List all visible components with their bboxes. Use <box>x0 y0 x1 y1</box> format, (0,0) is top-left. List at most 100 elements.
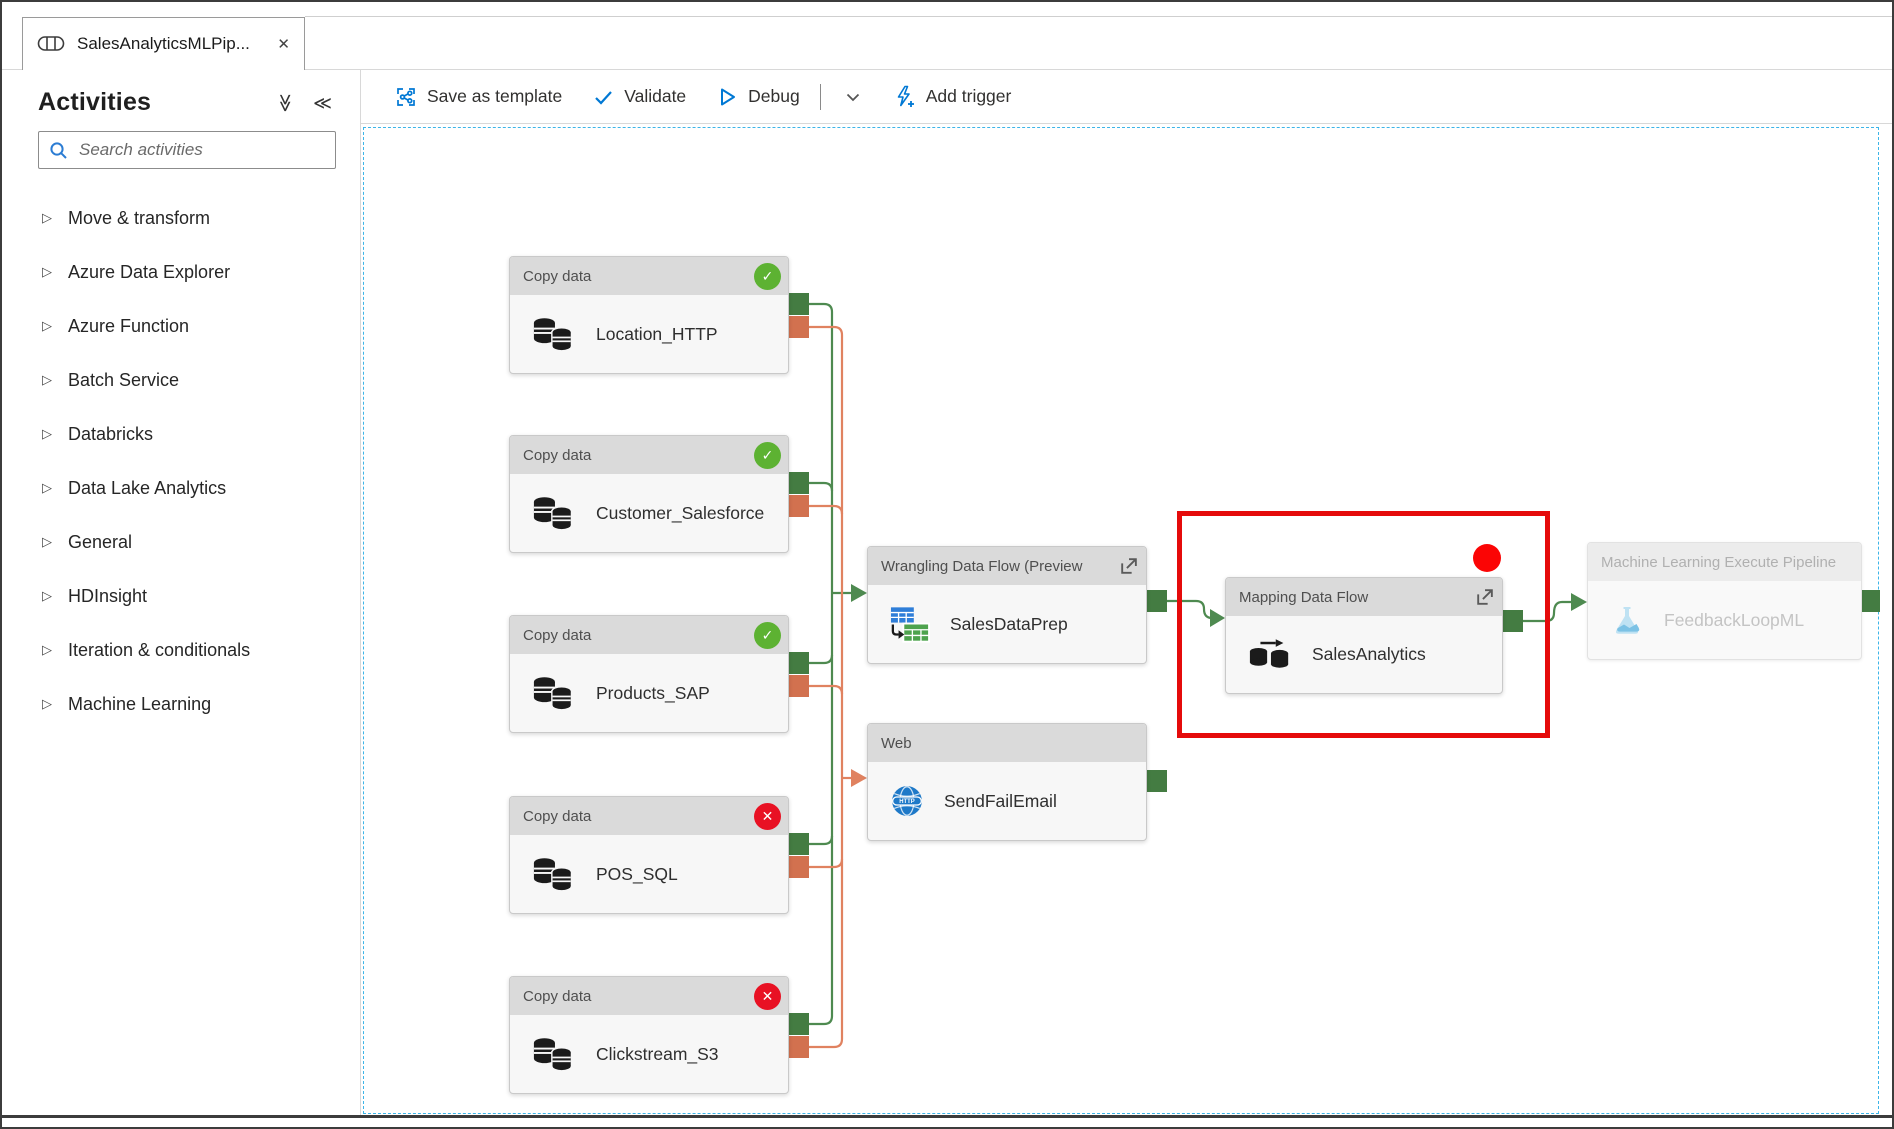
failure-output-port[interactable] <box>787 1036 809 1058</box>
failure-input-arrow <box>851 769 867 787</box>
connection-line <box>1167 599 1213 620</box>
sidebar-item-hdinsight[interactable]: ▷ HDInsight <box>42 585 148 606</box>
web-http-icon: HTTP <box>892 786 922 816</box>
success-input-arrow <box>851 584 867 602</box>
success-input-arrow <box>1571 593 1587 611</box>
lightning-plus-icon <box>897 85 914 107</box>
tabbar-top-line <box>305 16 1892 17</box>
close-icon[interactable]: ✕ <box>277 36 290 53</box>
failure-output-port[interactable] <box>787 495 809 517</box>
pipeline-tab[interactable]: SalesAnalyticsMLPip... ✕ <box>22 17 305 70</box>
expand-chevron-icon: ▷ <box>42 534 52 549</box>
add-trigger-button[interactable]: Add trigger <box>893 85 1011 108</box>
activities-title: Activities <box>38 88 152 116</box>
connection-line <box>809 1015 834 1026</box>
success-output-port[interactable] <box>787 472 809 494</box>
toolbar-divider-line <box>361 123 1892 124</box>
activity-node-clickstream-s3[interactable]: Copy data ✕ Clickstream_S3 <box>509 976 789 1094</box>
success-output-port[interactable] <box>787 652 809 674</box>
expand-chevron-icon: ▷ <box>42 588 52 603</box>
collapse-panel-icon[interactable]: ≪ <box>313 92 332 113</box>
connection-line <box>809 325 844 336</box>
expand-chevron-icon: ▷ <box>42 426 52 441</box>
success-input-arrow <box>1210 609 1225 627</box>
success-output-port[interactable] <box>1501 610 1523 632</box>
failure-output-port[interactable] <box>787 316 809 338</box>
tab-title: SalesAnalyticsMLPip... <box>77 34 250 53</box>
activity-node-location-http[interactable]: Copy data ✓ Location_HTTP <box>509 256 789 374</box>
success-badge-icon: ✓ <box>754 262 781 290</box>
failure-output-port[interactable] <box>787 675 809 697</box>
activity-node-salesanalytics[interactable]: Mapping Data Flow SalesAnalytics <box>1225 577 1503 694</box>
success-badge-icon: ✓ <box>754 621 781 649</box>
success-output-port[interactable] <box>787 1013 809 1035</box>
activity-node-customer-salesforce[interactable]: Copy data ✓ Customer_Salesforce <box>509 435 789 553</box>
connection-line <box>809 302 834 313</box>
machine-learning-flask-icon <box>1615 607 1640 634</box>
expand-chevron-icon: ▷ <box>42 480 52 495</box>
open-in-new-icon[interactable] <box>1474 587 1495 608</box>
sidebar-item-batch-service[interactable]: ▷ Batch Service <box>42 369 180 390</box>
open-in-new-icon[interactable] <box>1118 556 1139 577</box>
activity-node-sendfailemail[interactable]: Web HTTP SendFailEmail <box>867 723 1147 841</box>
error-badge-icon: ✕ <box>754 802 781 830</box>
search-input[interactable] <box>38 131 336 169</box>
sidebar-item-databricks[interactable]: ▷ Databricks <box>42 423 154 444</box>
connection-line <box>809 858 844 869</box>
connection-line <box>809 684 844 695</box>
play-icon <box>721 88 736 105</box>
activity-node-feedbackloopml[interactable]: Machine Learning Execute Pipeline Feedba… <box>1587 542 1862 660</box>
failure-output-port[interactable] <box>787 856 809 878</box>
pipeline-canvas[interactable]: Copy data ✓ Location_HTTP Copy data ✓ Cu… <box>363 127 1880 1114</box>
wrangling-data-flow-icon <box>890 606 930 643</box>
expand-chevron-icon: ▷ <box>42 372 52 387</box>
connection-line <box>809 504 844 515</box>
tab-mask <box>23 69 304 71</box>
sidebar-item-move-transform[interactable]: ▷ Move & transform <box>42 207 211 228</box>
pipeline-icon <box>37 36 65 51</box>
save-as-template-button[interactable]: Save as template <box>395 86 562 108</box>
collapse-all-icon[interactable]: ≫ <box>275 93 296 112</box>
success-output-port[interactable] <box>1145 770 1167 792</box>
activity-node-salesdataprep[interactable]: Wrangling Data Flow (Preview SalesDataPr… <box>867 546 1147 664</box>
sidebar-item-machine-learning[interactable]: ▷ Machine Learning <box>42 693 212 714</box>
connection-line <box>809 481 834 492</box>
connection-line <box>1523 600 1572 623</box>
activity-node-pos-sql[interactable]: Copy data ✕ POS_SQL <box>509 796 789 914</box>
expand-chevron-icon: ▷ <box>42 642 52 657</box>
success-output-port[interactable] <box>1860 590 1880 612</box>
validate-button[interactable]: Validate <box>592 86 686 108</box>
connection-line <box>809 654 834 665</box>
search-icon <box>50 142 67 159</box>
connection-layer <box>787 293 1880 1058</box>
error-badge-icon: ✕ <box>754 982 781 1010</box>
expand-chevron-icon: ▷ <box>42 318 52 333</box>
activity-node-products-sap[interactable]: Copy data ✓ Products_SAP <box>509 615 789 733</box>
sidebar-divider <box>360 70 361 1117</box>
debug-options-chevron-icon[interactable] <box>843 87 863 107</box>
window-bottom-line <box>2 1115 1892 1118</box>
sidebar-item-general[interactable]: ▷ General <box>42 531 133 552</box>
expand-chevron-icon: ▷ <box>42 210 52 225</box>
success-badge-icon: ✓ <box>754 441 781 469</box>
copy-data-icon <box>532 316 576 353</box>
sidebar-item-azure-function[interactable]: ▷ Azure Function <box>42 315 190 336</box>
success-output-port[interactable] <box>787 833 809 855</box>
sidebar-item-iteration-conditionals[interactable]: ▷ Iteration & conditionals <box>42 639 251 660</box>
checkmark-icon <box>595 90 613 105</box>
activities-panel: Activities ≫ ≪ ▷ Move & transform ▷ Azur… <box>2 70 360 1111</box>
success-output-port[interactable] <box>787 293 809 315</box>
copy-data-icon <box>532 675 576 712</box>
debug-button[interactable]: Debug <box>716 86 800 108</box>
sidebar-item-azure-data-explorer[interactable]: ▷ Azure Data Explorer <box>42 261 231 282</box>
pipeline-toolbar: Save as template Validate Debug Add trig… <box>361 70 1892 123</box>
expand-chevron-icon: ▷ <box>42 696 52 711</box>
sidebar-item-data-lake-analytics[interactable]: ▷ Data Lake Analytics <box>42 477 227 498</box>
activity-category-list: ▷ Move & transform ▷ Azure Data Explorer… <box>2 191 360 731</box>
connection-line <box>809 835 834 846</box>
success-output-port[interactable] <box>1145 590 1167 612</box>
connection-line <box>809 1038 844 1049</box>
svg-text:HTTP: HTTP <box>899 799 915 805</box>
mapping-data-flow-icon <box>1248 638 1292 671</box>
toolbar-divider <box>819 83 821 110</box>
